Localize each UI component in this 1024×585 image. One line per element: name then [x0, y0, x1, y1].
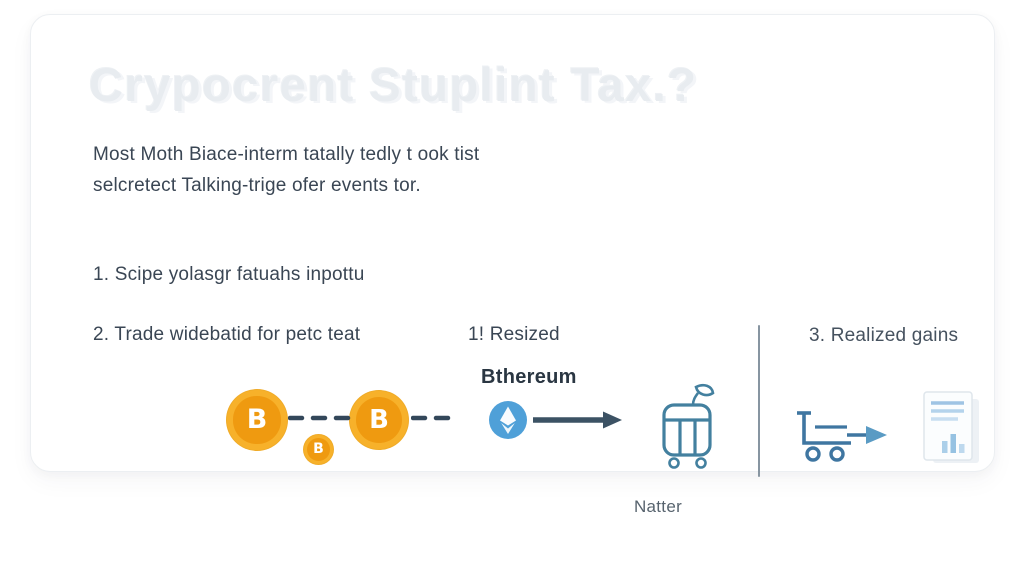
dashed-connector — [411, 415, 457, 421]
bitcoin-small-icon: B — [303, 434, 334, 465]
bitcoin-icon: B — [349, 390, 409, 450]
bitcoin-symbol: B — [369, 405, 389, 435]
step-1-text: 1. Scipe yolasgr fatuahs inpottu — [93, 264, 365, 285]
cart-arrow-icon — [797, 411, 887, 462]
eco-basket-icon — [662, 383, 715, 469]
bitcoin-symbol: B — [313, 441, 324, 458]
dashed-connector — [288, 415, 352, 421]
bitcoin-symbol: B — [246, 404, 268, 436]
step-2-text: 2. Trade widebatid for petc teat — [93, 324, 361, 345]
section-divider — [758, 325, 760, 477]
basket-caption: Natter — [633, 497, 683, 516]
ethereum-label: Bthereum — [481, 366, 577, 388]
bitcoin-icon-inner: B — [233, 396, 281, 444]
intro-paragraph: Most Moth Biace-interm tatally tedly t o… — [93, 139, 479, 201]
intro-line-2: selcretect Talking-trige ofer events tor… — [93, 175, 421, 196]
report-document-icon — [923, 391, 979, 463]
bitcoin-icon-inner: B — [306, 437, 331, 462]
bitcoin-icon-inner: B — [356, 397, 402, 443]
ethereum-icon — [489, 401, 527, 439]
step-resized-text: 1! Resized — [468, 324, 560, 345]
ghost-watermark-title: Crypocrent Stuplint Tax.? — [89, 58, 698, 111]
intro-line-1: Most Moth Biace-interm tatally tedly t o… — [93, 144, 480, 165]
step-realized-gains-text: 3. Realized gains — [809, 325, 959, 346]
bitcoin-icon: B — [226, 389, 288, 451]
flow-arrow-icon — [533, 411, 622, 429]
infographic-card: Crypocrent Stuplint Tax.? Most Moth Biac… — [30, 14, 995, 477]
